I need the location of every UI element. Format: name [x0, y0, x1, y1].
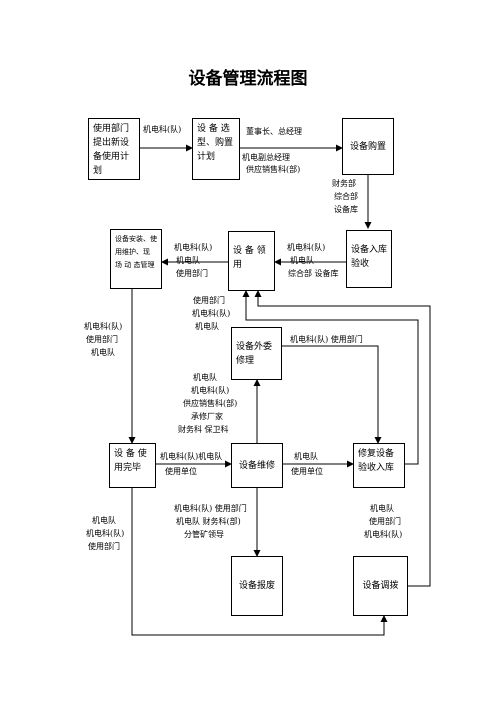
label-restore-transfer-1: 机电队	[370, 504, 394, 513]
label-restore-transfer-3: 机电科(队)	[364, 530, 403, 539]
label-repair-scrap-2: 机电队 财务科(部)	[176, 517, 241, 526]
label-outsource-restore: 机电科(队) 使用部门	[290, 335, 363, 344]
label-req-install-3: 使用部门	[176, 269, 208, 278]
label-purchase-instore-2: 综合部	[334, 192, 358, 201]
label-select-purchase-2: 机电副总经理	[242, 153, 290, 162]
box-transfer: 设备调拨	[353, 556, 408, 616]
box-use-done: 设 备 使用完毕	[109, 443, 156, 488]
label-repair-outsource-2: 机电科(队)	[191, 386, 230, 395]
box-repair: 设备维修	[231, 443, 283, 488]
label-select-purchase-3: 供应销售科(部)	[246, 165, 301, 174]
box-requisition: 设 备 领用	[228, 231, 275, 291]
label-instore-req-2: 机电队	[290, 256, 314, 265]
label-repair-outsource-4: 承修厂家	[191, 412, 223, 421]
label-repair-restore-2: 使用单位	[291, 467, 323, 476]
label-use-transfer-3: 使用部门	[88, 542, 120, 551]
label-purchase-instore-3: 设备库	[334, 205, 358, 214]
arrow-outsource-to-restore	[282, 345, 382, 444]
arrow-restore-return	[242, 290, 419, 465]
label-plan-to-select: 机电科(队)	[143, 125, 182, 134]
label-repair-outsource-5: 财务科 保卫科	[178, 425, 229, 434]
arrow-transfer-return	[254, 290, 431, 587]
label-req-install-2: 机电队	[176, 256, 200, 265]
box-restore: 修复设备验收入库	[353, 443, 405, 488]
label-return-req-3: 机电队	[195, 322, 219, 331]
label-return-req-1: 使用部门	[193, 296, 225, 305]
label-repair-restore-1: 机电队	[294, 452, 318, 461]
box-select: 设 备 选型、购置计划	[192, 118, 240, 180]
label-use-transfer-1: 机电队	[92, 516, 116, 525]
label-instore-req-3: 综合部 设备库	[288, 269, 339, 278]
label-instore-req-1: 机电科(队)	[287, 243, 326, 252]
label-install-use-2: 使用部门	[86, 335, 118, 344]
label-use-transfer-2: 机电科(队)	[86, 529, 125, 538]
label-install-use-3: 机电队	[91, 348, 115, 357]
label-req-install-1: 机电科(队)	[174, 243, 213, 252]
label-purchase-instore-1: 财务部	[332, 179, 356, 188]
label-select-purchase-1: 董事长、总经理	[246, 127, 302, 136]
box-plan: 使用部门提出新设备使用计划	[88, 118, 140, 180]
label-repair-scrap-1: 机电科(队) 使用部门	[174, 504, 247, 513]
label-install-use-1: 机电科(队)	[84, 322, 123, 331]
label-use-repair-1: 机电科(队)机电队	[160, 452, 223, 461]
label-repair-scrap-3: 分管矿领导	[184, 530, 224, 539]
arrow-use-to-transfer	[131, 488, 388, 636]
page-title: 设备管理流程图	[188, 69, 308, 89]
label-repair-outsource-3: 供应销售科(部)	[183, 399, 238, 408]
box-instore: 设备入库验收	[346, 230, 392, 288]
box-purchase: 设备购置	[342, 118, 394, 175]
label-return-req-2: 机电科(队)	[192, 309, 231, 318]
label-use-repair-2: 使用单位	[165, 467, 197, 476]
label-restore-transfer-2: 使用部门	[369, 517, 401, 526]
box-outsource: 设备外委修理	[231, 327, 282, 380]
label-repair-outsource-1: 机电队	[193, 373, 217, 382]
box-scrap: 设备报废	[231, 556, 283, 616]
box-install: 设备安装、使用维护、现 场 动 态管理	[110, 229, 162, 289]
